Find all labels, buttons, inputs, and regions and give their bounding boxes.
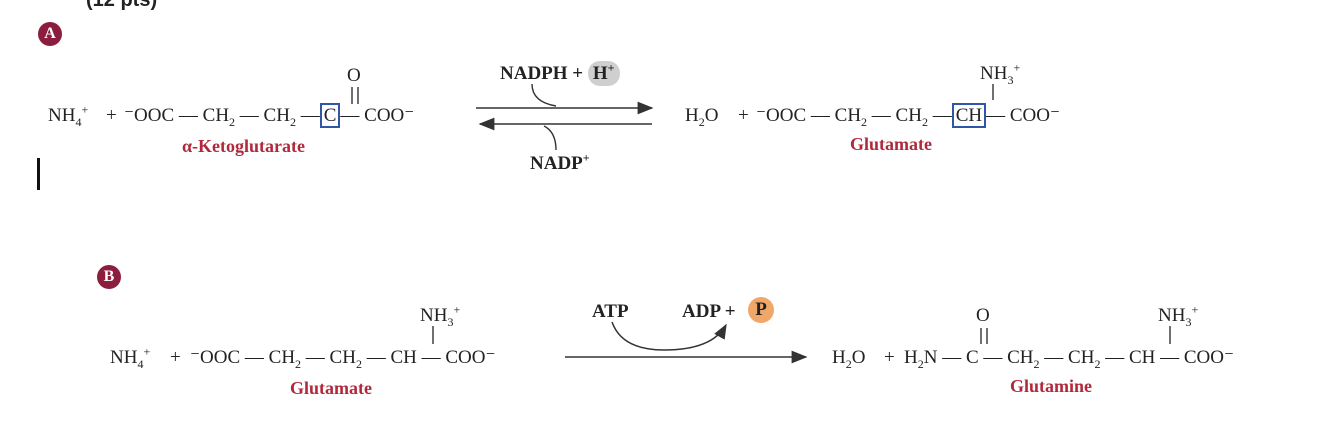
- plus-b1: +: [170, 347, 181, 368]
- atp-label: ATP: [592, 301, 629, 322]
- plus-a1: +: [106, 105, 117, 126]
- nadph-curve: [531, 83, 557, 107]
- water-a: H2O: [685, 105, 719, 129]
- glutamate-name-a: Glutamate: [850, 134, 932, 154]
- plus-a2: +: [738, 105, 749, 126]
- keto-oxygen: O: [347, 65, 361, 86]
- alpha-ketoglutarate: ⁻OOC — CH2 — CH2 —C— COO⁻: [124, 103, 415, 129]
- gln-amine: NH3+: [1158, 302, 1199, 329]
- plus-b2: +: [884, 347, 895, 368]
- glutamine-name: Glutamine: [1010, 376, 1093, 396]
- glutamate-a: ⁻OOC — CH2 — CH2 —CH— COO⁻: [756, 103, 1061, 129]
- panel-a-badge: A: [38, 22, 62, 46]
- gln-oxygen: O: [976, 305, 990, 326]
- water-b: H2O: [832, 347, 866, 371]
- cofactor-nadp: NADP+: [530, 150, 590, 174]
- adp-label: ADP +: [682, 301, 736, 322]
- atp-curve: [611, 321, 727, 351]
- panel-b-badge: B: [97, 265, 121, 289]
- glu-amine-b: NH3+: [420, 302, 461, 329]
- keto-name: α-Ketoglutarate: [182, 136, 306, 156]
- glutamate-b: ⁻OOC — CH2 — CH2 — CH — COO⁻: [190, 347, 496, 371]
- phosphate-circle: P: [748, 297, 774, 323]
- glu-amine-a: NH3+: [980, 60, 1021, 87]
- ammonium-b: NH4+: [110, 344, 151, 371]
- glutamine: H2N — C — CH2 — CH2 — CH — COO⁻: [904, 347, 1234, 371]
- ammonium-a: NH4+: [48, 102, 89, 129]
- text-cursor: [37, 158, 40, 190]
- keto-carbon-box: C: [319, 103, 341, 128]
- glutamate-name-b: Glutamate: [290, 378, 372, 398]
- points-label: (12 pts): [86, 0, 158, 11]
- glu-carbon-box: CH: [951, 103, 987, 128]
- nadp-curve: [543, 125, 557, 151]
- cofactor-nadph: NADPH + H+: [500, 61, 620, 86]
